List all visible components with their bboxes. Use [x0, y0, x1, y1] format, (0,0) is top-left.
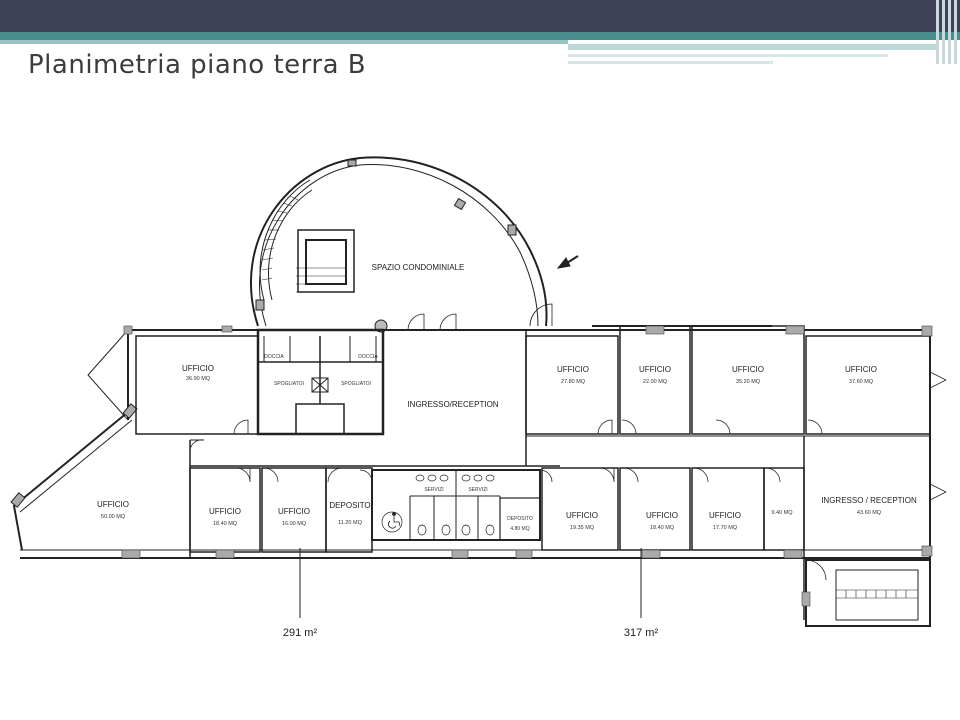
header-accent-line	[568, 61, 773, 64]
header-accent-line	[568, 44, 938, 50]
svg-text:19.35 MQ: 19.35 MQ	[570, 525, 595, 531]
svg-text:4.80 MQ: 4.80 MQ	[510, 526, 529, 532]
svg-text:18.40 MQ: 18.40 MQ	[213, 521, 238, 527]
room-ufficio-7: UFFICIO 27.80 MQ	[557, 365, 589, 385]
area-total-left: 291 m²	[283, 627, 318, 639]
svg-text:27.80 MQ: 27.80 MQ	[561, 379, 586, 385]
label-doccia-right: DOCCIA	[358, 354, 378, 360]
room-deposito-1: DEPOSITO 11.20 MQ	[329, 501, 370, 526]
svg-text:UFFICIO: UFFICIO	[557, 365, 589, 374]
svg-text:UFFICIO: UFFICIO	[97, 500, 129, 509]
svg-text:UFFICIO: UFFICIO	[182, 364, 214, 373]
room-ufficio-10: UFFICIO 37.60 MQ	[845, 365, 877, 385]
svg-text:INGRESSO / RECEPTION: INGRESSO / RECEPTION	[821, 496, 917, 505]
area-total-right: 317 m²	[624, 627, 659, 639]
spazio-curve-inner	[259, 164, 539, 327]
svg-text:UFFICIO: UFFICIO	[709, 511, 741, 520]
header-accent-line	[0, 40, 568, 44]
header-accent-stripe	[0, 32, 960, 40]
svg-text:11.20 MQ: 11.20 MQ	[338, 520, 362, 526]
svg-text:18.40 MQ: 18.40 MQ	[650, 525, 675, 531]
svg-text:9.40 MQ: 9.40 MQ	[771, 510, 793, 516]
room-ufficio-3: UFFICIO 18.40 MQ	[209, 507, 241, 527]
svg-text:50.00 MQ: 50.00 MQ	[101, 514, 126, 520]
svg-text:DEPOSITO: DEPOSITO	[507, 516, 533, 522]
room-ingresso-reception-right: INGRESSO / RECEPTION 43.60 MQ	[821, 496, 917, 516]
header-accent-line	[568, 54, 888, 57]
label-servizi-right: SERVIZI	[468, 487, 487, 493]
svg-text:35.20 MQ: 35.20 MQ	[736, 379, 761, 385]
svg-text:17.70 MQ: 17.70 MQ	[713, 525, 738, 531]
svg-text:37.60 MQ: 37.60 MQ	[849, 379, 874, 385]
spazio-curve-outer	[249, 156, 548, 327]
svg-text:22.00 MQ: 22.00 MQ	[643, 379, 668, 385]
room-ufficio-11: UFFICIO 19.35 MQ	[566, 511, 598, 531]
label-servizi-left: SERVIZI	[424, 487, 443, 493]
room-ufficio-13: UFFICIO 17.70 MQ	[709, 511, 741, 531]
svg-text:UFFICIO: UFFICIO	[209, 507, 241, 516]
room-deposito-2: DEPOSITO 4.80 MQ	[507, 516, 533, 532]
svg-text:DEPOSITO: DEPOSITO	[329, 501, 370, 510]
header-bar	[0, 0, 960, 32]
room-ufficio-8: UFFICIO 22.00 MQ	[639, 365, 671, 385]
svg-text:UFFICIO: UFFICIO	[278, 507, 310, 516]
svg-text:UFFICIO: UFFICIO	[845, 365, 877, 374]
slide-title: Planimetria piano terra B	[28, 50, 367, 80]
label-doccia-left: DOCCIA	[264, 354, 284, 360]
room-ufficio-9: UFFICIO 35.20 MQ	[732, 365, 764, 385]
room-ufficio-1: UFFICIO 36.90 MQ	[182, 364, 214, 382]
wheelchair-icon	[388, 512, 401, 529]
label-spogliatoi-right: SPOGLIATOI	[341, 381, 371, 387]
label-ingresso-reception: INGRESSO/RECEPTION	[407, 400, 498, 409]
room-small: 9.40 MQ	[771, 510, 793, 516]
svg-text:UFFICIO: UFFICIO	[566, 511, 598, 520]
room-ufficio-4: UFFICIO 16.00 MQ	[278, 507, 310, 527]
svg-text:43.60 MQ: 43.60 MQ	[857, 510, 882, 516]
header-decoration	[932, 0, 960, 64]
room-ufficio-2: UFFICIO 50.00 MQ	[97, 500, 129, 520]
svg-text:UFFICIO: UFFICIO	[646, 511, 678, 520]
label-spazio-condominiale: SPAZIO CONDOMINIALE	[372, 263, 465, 272]
room-ufficio-12: UFFICIO 18.40 MQ	[646, 511, 678, 531]
svg-text:16.00 MQ: 16.00 MQ	[282, 521, 307, 527]
svg-text:UFFICIO: UFFICIO	[639, 365, 671, 374]
svg-text:UFFICIO: UFFICIO	[732, 365, 764, 374]
svg-text:36.90 MQ: 36.90 MQ	[186, 376, 211, 382]
label-spogliatoi-left: SPOGLIATOI	[274, 381, 304, 387]
